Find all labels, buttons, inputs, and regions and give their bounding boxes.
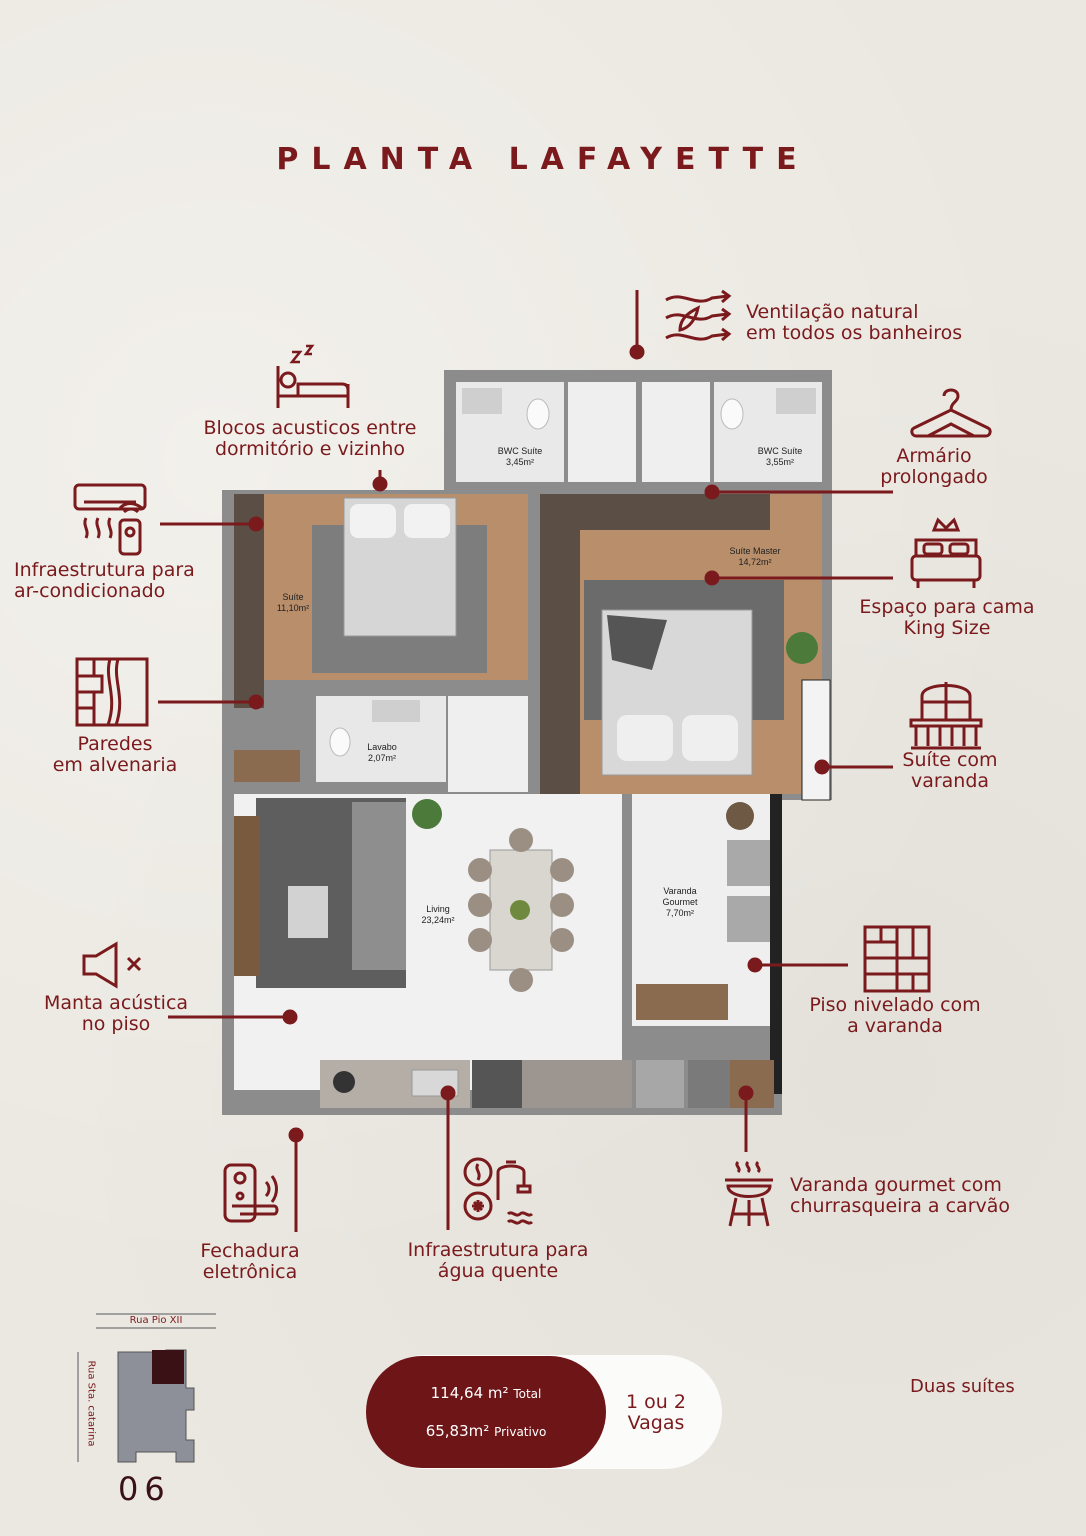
- private-area-value: 65,83m²: [425, 1422, 490, 1440]
- feature-line1: Armário: [896, 445, 972, 467]
- feature-line2: prolongado: [880, 466, 988, 488]
- room-suite-master: Suíte Master 14,72m²: [710, 546, 800, 568]
- room-area: 23,24m²: [421, 915, 455, 925]
- suites-count: Duas suítes: [910, 1376, 1015, 1397]
- room-name: Lavabo: [367, 742, 397, 752]
- room-bwc-suite-1: BWC Suíte 3,45m²: [480, 446, 560, 468]
- floor-tiles-icon: [863, 925, 931, 993]
- total-area: 114,64 m² Total: [366, 1384, 606, 1402]
- king-bed-icon: [910, 517, 982, 588]
- feature-line1: Infraestrutura para: [407, 1239, 589, 1261]
- room-area: 14,72m²: [738, 557, 772, 567]
- hanger-icon: [910, 388, 992, 438]
- location-map: Rua Pio XII Rua Sta. catarina 06: [74, 1312, 224, 1512]
- feature-churrasqueira: Varanda gourmet com churrasqueira a carv…: [790, 1175, 1010, 1217]
- ventilation-icon: [665, 289, 732, 342]
- total-area-label: Total: [513, 1387, 542, 1401]
- room-name: BWC Suíte: [497, 446, 543, 456]
- page-title: PLANTA LAFAYETTE: [276, 142, 810, 177]
- walls-icon: [75, 657, 149, 727]
- street-top-label: Rua Pio XII: [129, 1315, 183, 1326]
- room-area: 7,70m²: [665, 908, 694, 918]
- feature-line1: Varanda gourmet com: [790, 1174, 1002, 1196]
- feature-ventilacao: Ventilação natural em todos os banheiros: [746, 302, 962, 344]
- feature-line1: Infraestrutura para: [14, 559, 195, 581]
- feature-line2: ar-condicionado: [14, 580, 166, 602]
- room-lavabo: Lavabo 2,07m²: [342, 742, 422, 764]
- feature-line2: King Size: [903, 617, 991, 639]
- room-name: Suíte Master: [729, 546, 781, 556]
- feature-line1: Manta acústica: [43, 992, 189, 1014]
- feature-cama: Espaço para cama King Size: [842, 597, 1052, 639]
- feature-line2: no piso: [81, 1013, 151, 1035]
- private-area: 65,83m² Privativo: [366, 1422, 606, 1440]
- feature-armario: Armário prolongado: [864, 446, 1004, 488]
- room-varanda-gourmet: Varanda Gourmet 7,70m²: [640, 886, 720, 919]
- room-bwc-suite-2: BWC Suíte 3,55m²: [740, 446, 820, 468]
- feature-line1: Suíte com: [902, 749, 998, 771]
- room-area: 11,10m²: [276, 603, 310, 613]
- feature-fechadura: Fechadura eletrônica: [180, 1241, 320, 1283]
- parking-line1: 1 ou 2: [626, 1391, 686, 1413]
- room-name: Suíte: [282, 592, 304, 602]
- balcony-icon: [909, 682, 983, 750]
- room-area: 3,45m²: [505, 457, 534, 467]
- floor-plan: BWC Suíte 3,45m² BWC Suíte 3,55m² Suíte …: [222, 370, 837, 1125]
- feature-line2: varanda: [910, 770, 990, 792]
- feature-line2: eletrônica: [202, 1261, 298, 1283]
- feature-agua: Infraestrutura para água quente: [388, 1240, 608, 1282]
- parking-line2: Vagas: [627, 1412, 685, 1434]
- mute-speaker-icon: [82, 941, 142, 989]
- room-name-2: Gourmet: [662, 897, 698, 907]
- feature-ar: Infraestrutura para ar-condicionado: [14, 560, 195, 602]
- sleeping-icon: [276, 344, 350, 408]
- feature-line2: em todos os banheiros: [746, 322, 963, 344]
- feature-line2: dormitório e vizinho: [215, 438, 405, 460]
- feature-line1: Fechadura: [200, 1240, 300, 1262]
- private-area-label: Privativo: [494, 1425, 547, 1439]
- feature-line2: churrasqueira a carvão: [790, 1195, 1011, 1217]
- total-area-value: 114,64 m²: [430, 1384, 509, 1402]
- feature-line2: em alvenaria: [52, 754, 178, 776]
- room-name: Living: [426, 904, 450, 914]
- air-conditioner-icon: [73, 483, 147, 556]
- feature-blocos: Blocos acusticos entre dormitório e vizi…: [180, 418, 440, 460]
- feature-line1: Paredes: [77, 733, 153, 755]
- street-side-label: Rua Sta. catarina: [85, 1360, 97, 1447]
- feature-line2: a varanda: [847, 1015, 943, 1037]
- feature-paredes: Paredes em alvenaria: [30, 734, 200, 776]
- room-area: 3,55m²: [765, 457, 794, 467]
- feature-piso: Piso nivelado com a varanda: [790, 995, 1000, 1037]
- room-living: Living 23,24m²: [398, 904, 478, 926]
- feature-line1: Ventilação natural: [746, 301, 919, 323]
- grill-icon: [725, 1160, 773, 1227]
- feature-line2: água quente: [437, 1260, 559, 1282]
- smart-lock-icon: [223, 1163, 279, 1223]
- feature-line1: Espaço para cama: [859, 596, 1035, 618]
- parking-info: 1 ou 2 Vagas: [604, 1392, 708, 1434]
- feature-manta: Manta acústica no piso: [26, 993, 206, 1035]
- feature-varanda: Suíte com varanda: [880, 750, 1020, 792]
- hot-water-faucet-icon: [463, 1157, 534, 1225]
- feature-line1: Blocos acusticos entre: [203, 417, 417, 439]
- room-suite: Suíte 11,10m²: [258, 592, 328, 614]
- area-pill: 114,64 m² Total 65,83m² Privativo: [366, 1356, 606, 1468]
- room-name: BWC Suíte: [757, 446, 803, 456]
- unit-number: 06: [118, 1470, 171, 1508]
- room-name: Varanda: [663, 886, 697, 896]
- feature-line1: Piso nivelado com: [809, 994, 981, 1016]
- room-area: 2,07m²: [367, 753, 396, 763]
